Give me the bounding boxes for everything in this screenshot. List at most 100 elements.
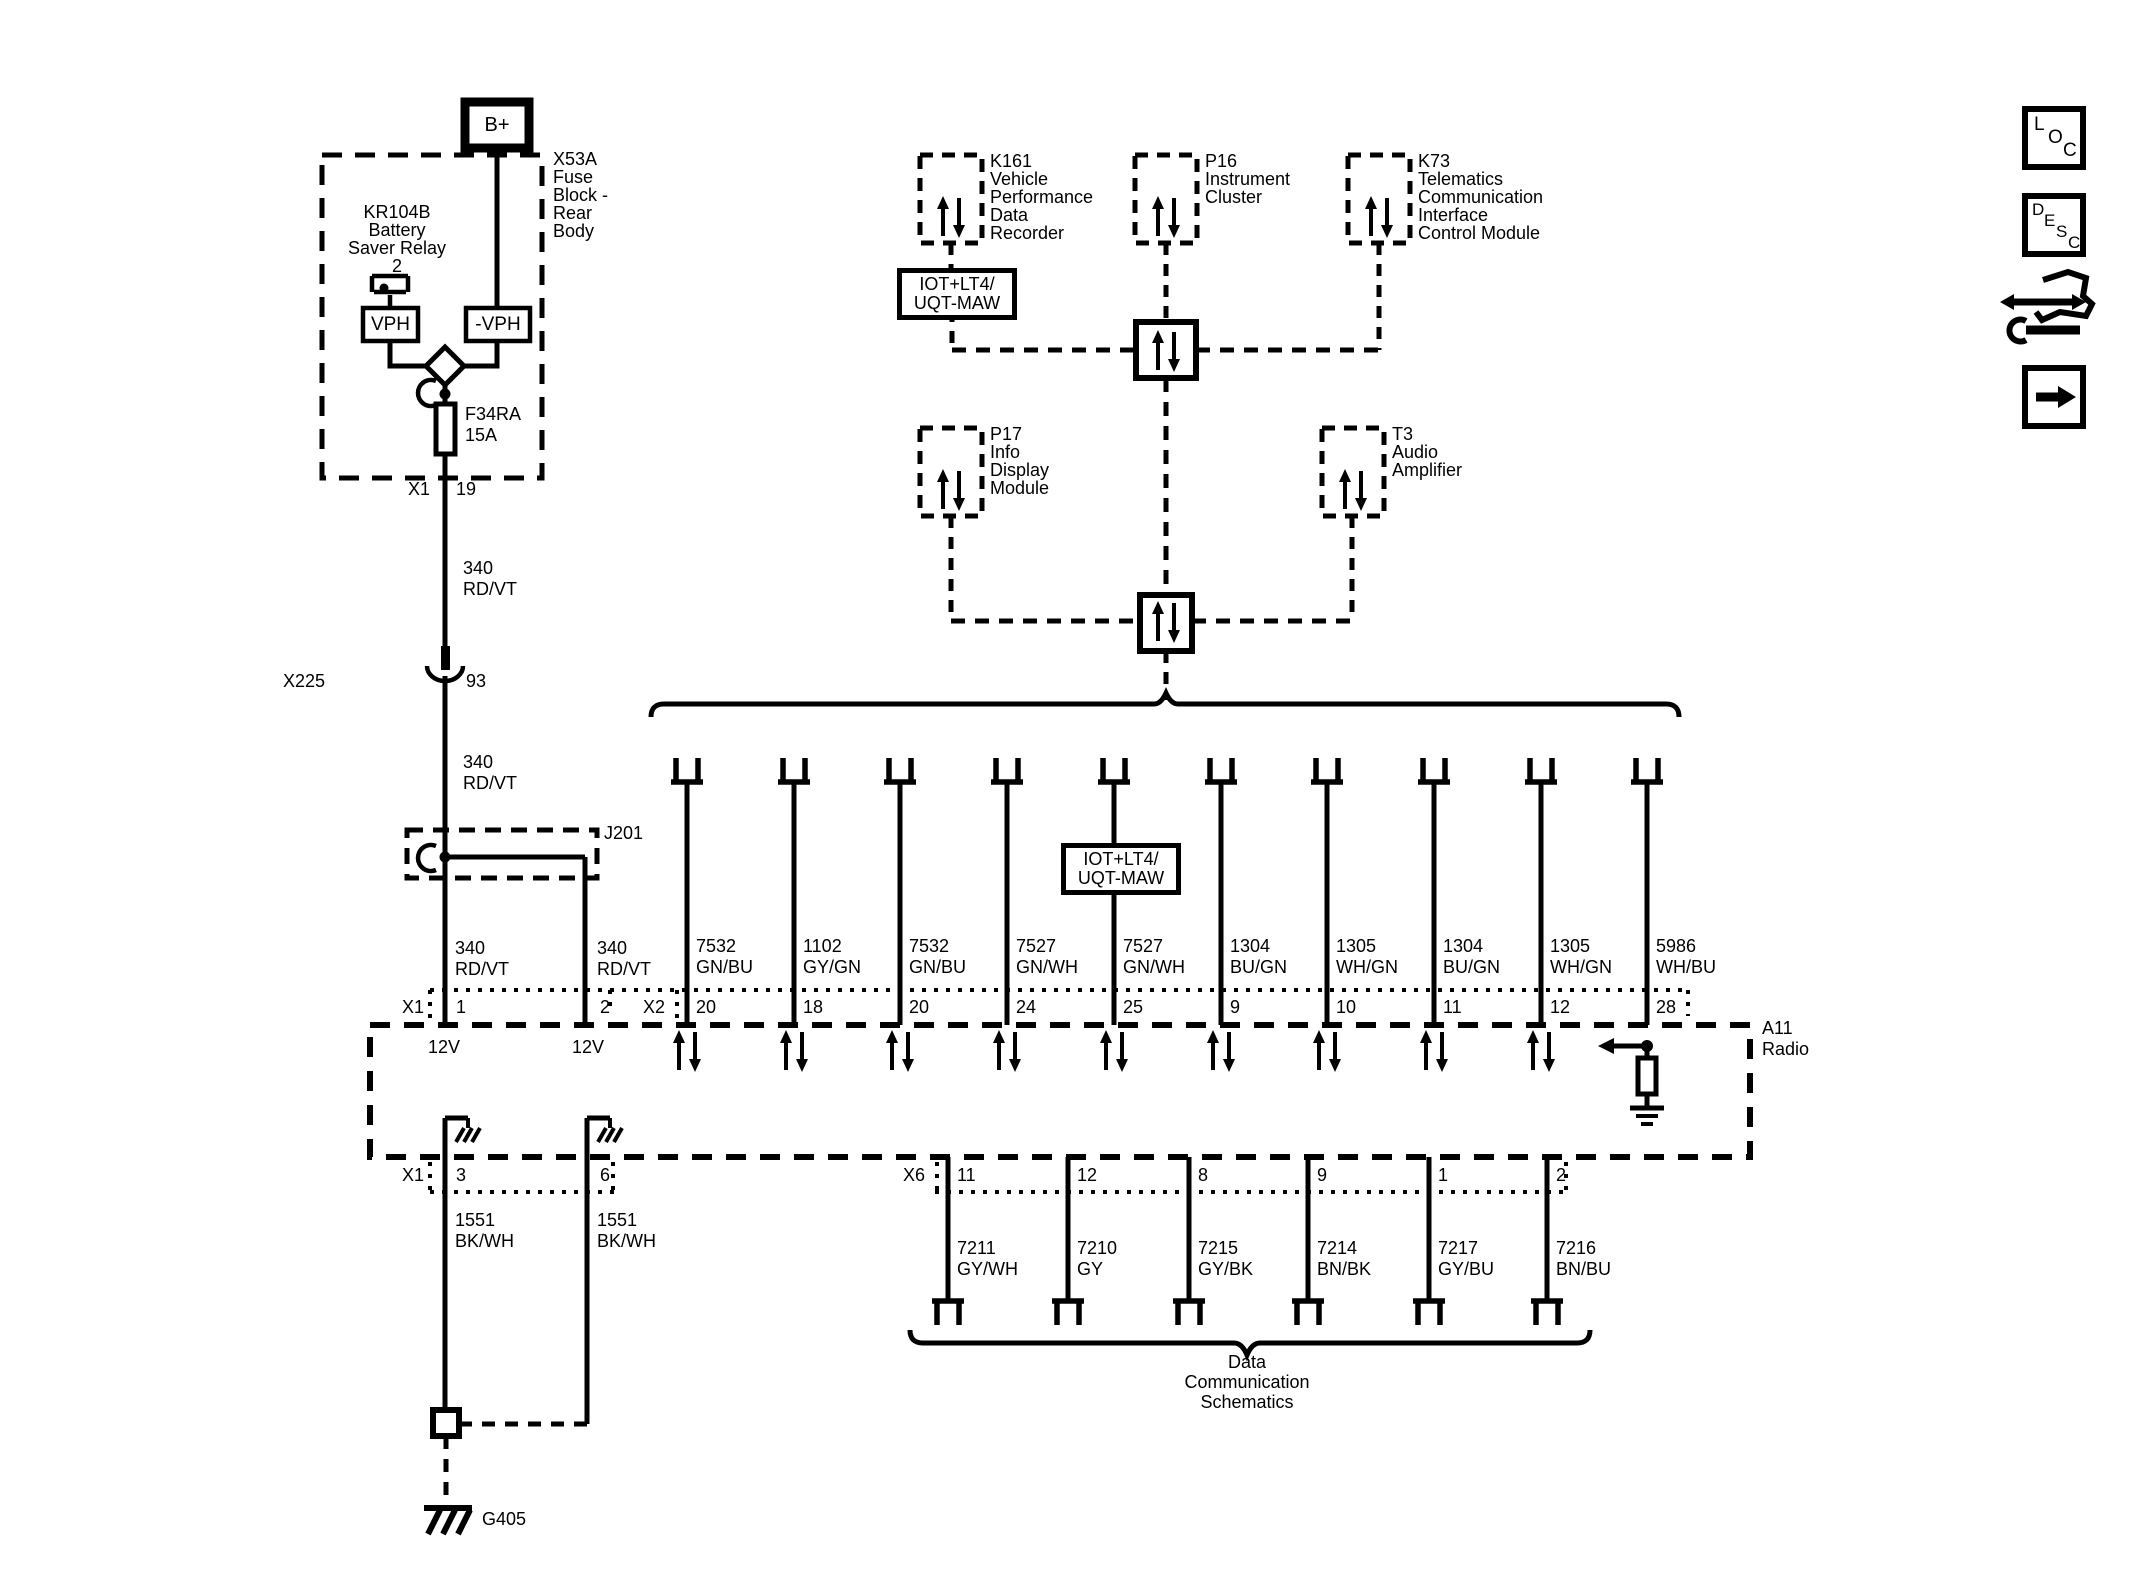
x2-pin: 11	[1443, 997, 1462, 1017]
splice-pack-j201	[404, 827, 600, 1025]
x2-wire-label: 7532 GN/BU	[909, 936, 967, 977]
radio-box-outline	[367, 1022, 1753, 1160]
radio-internal-grounds	[442, 1115, 622, 1157]
data-bus-network	[949, 310, 1379, 700]
x6-wire-label: 7210 GY	[1077, 1238, 1118, 1279]
relay-coil-neg-label: -VPH	[475, 313, 521, 335]
x6-pin: 12	[1077, 1165, 1098, 1185]
x1-pin-function: 12V	[572, 1037, 605, 1057]
loc-letter: O	[2048, 127, 2063, 148]
wire-label-340-3: 340 RD/VT	[455, 938, 509, 979]
x6-wire-label: 7216 BN/BU	[1556, 1238, 1612, 1279]
next-button[interactable]	[2022, 365, 2086, 429]
fuse-label: F34RA 15A	[465, 404, 522, 445]
x2-wire-label: 5986 WH/BU	[1656, 936, 1716, 977]
inline-connector-pin: 93	[466, 671, 487, 691]
x2-wire-label: 1304 BU/GN	[1443, 936, 1501, 977]
module-p17-box	[917, 425, 985, 621]
splice-pack-label: J201	[604, 823, 644, 843]
module-p17-label: P17 Info Display Module	[990, 424, 1050, 498]
desc-letter: S	[2056, 222, 2068, 241]
module-k73-label: K73 Telematics Communication Interface C…	[1418, 151, 1544, 243]
fuse-out-pin-label: 19	[456, 479, 477, 499]
x2-pin: 9	[1230, 997, 1241, 1017]
x2-pin: 12	[1550, 997, 1571, 1017]
x2-pin: 10	[1336, 997, 1357, 1017]
desc-letter: D	[2032, 200, 2045, 219]
fuse-symbol	[433, 385, 458, 457]
x6-wire-columns	[932, 1157, 1563, 1325]
x6-pin: 8	[1198, 1165, 1209, 1185]
power-wire	[424, 454, 466, 990]
module-p16-box	[1132, 152, 1200, 322]
inline-connector-label: X225	[283, 671, 326, 691]
x2-wire-label: 7527 GN/WH	[1123, 936, 1185, 977]
loc-button[interactable]: L O C	[2022, 106, 2086, 170]
fuse-out-connector-label: X1	[408, 479, 431, 499]
x2-pin: 20	[696, 997, 717, 1017]
x2-wire-label: 1102 GY/GN	[803, 936, 862, 977]
x6-wire-label: 7214 BN/BK	[1317, 1238, 1372, 1279]
x6-pin: 2	[1556, 1165, 1567, 1185]
next-arrow-icon	[2036, 386, 2076, 408]
radio-internal-arrows	[673, 1030, 1555, 1072]
module-k73-box	[1345, 152, 1413, 350]
x2-pin: 28	[1656, 997, 1677, 1017]
x2-wire-label: 1305 WH/GN	[1336, 936, 1398, 977]
x6-wire-label: 7215 GY/BK	[1198, 1238, 1254, 1279]
battery-feed-label: B+	[484, 113, 510, 136]
radio-label: A11 Radio	[1762, 1018, 1810, 1059]
connector-x6-label: X6	[903, 1165, 926, 1185]
x2-wire-label: 1305 WH/GN	[1550, 936, 1612, 977]
radio-terminating-resistor	[1598, 1038, 1664, 1126]
connector-dotted-lines-bottom	[428, 1162, 1568, 1194]
relay-output-network	[360, 305, 533, 409]
desc-button[interactable]: D E S C	[2022, 193, 2086, 257]
x1-pin-function: 12V	[428, 1037, 461, 1057]
top-brace	[648, 686, 1682, 718]
ground-label: G405	[482, 1509, 527, 1529]
module-p16-label: P16 Instrument Cluster	[1205, 151, 1291, 207]
x2-pin: 24	[1016, 997, 1037, 1017]
relay-contact-symbol	[369, 273, 411, 308]
x2-pin: 18	[803, 997, 824, 1017]
x2-wire-label: 7527 GN/WH	[1016, 936, 1078, 977]
x1-bottom-pin: 6	[600, 1165, 611, 1185]
x6-pin: 11	[957, 1165, 976, 1185]
x6-wire-label: 7211 GY/WH	[957, 1238, 1018, 1279]
repair-icon	[2000, 268, 2096, 345]
desc-letter: E	[2044, 211, 2056, 230]
relay-label: KR104B Battery Saver Relay 2	[347, 202, 447, 276]
bus-option-label-top: IOT+LT4/UQT-MAW	[897, 268, 1017, 320]
x2-pin: 25	[1123, 997, 1144, 1017]
module-t3-label: T3 Audio Amplifier	[1392, 424, 1463, 480]
desc-letter: C	[2068, 233, 2081, 252]
module-k161-label: K161 Vehicle Performance Data Recorder	[990, 151, 1094, 243]
x1-bottom-pin: 3	[456, 1165, 467, 1185]
x1-top-pin: 1	[456, 997, 467, 1017]
connector-x1-bottom-label: X1	[402, 1165, 425, 1185]
bottom-brace	[907, 1329, 1593, 1362]
loc-letter: L	[2034, 114, 2045, 135]
module-k161-box	[917, 152, 985, 268]
x6-wire-label: 7217 GY/BU	[1438, 1238, 1495, 1279]
ground-wires	[424, 1157, 590, 1536]
fuse-block-label: X53A Fuse Block - Rear Body	[553, 149, 609, 241]
x6-pin: 9	[1317, 1165, 1328, 1185]
x2-wire-label: 1304 BU/GN	[1230, 936, 1288, 977]
loc-letter: C	[2063, 140, 2077, 161]
footer-brace-label: Data Communication Schematics	[1184, 1352, 1310, 1412]
wire-label-340-1: 340 RD/VT	[463, 558, 517, 599]
wire-label-340-4: 340 RD/VT	[597, 938, 651, 979]
x1-top-pin: 2	[600, 997, 611, 1017]
relay-coil-pos-label: VPH	[370, 313, 411, 335]
module-t3-box	[1319, 425, 1387, 621]
connector-x1-top-label: X1	[402, 997, 425, 1017]
connector-dotted-lines-top	[428, 988, 1690, 1024]
battery-feed-symbol	[460, 97, 534, 308]
connector-x2-label: X2	[643, 997, 666, 1017]
x2-wire-columns	[671, 758, 1663, 1025]
wire-label-340-2: 340 RD/VT	[463, 752, 517, 793]
